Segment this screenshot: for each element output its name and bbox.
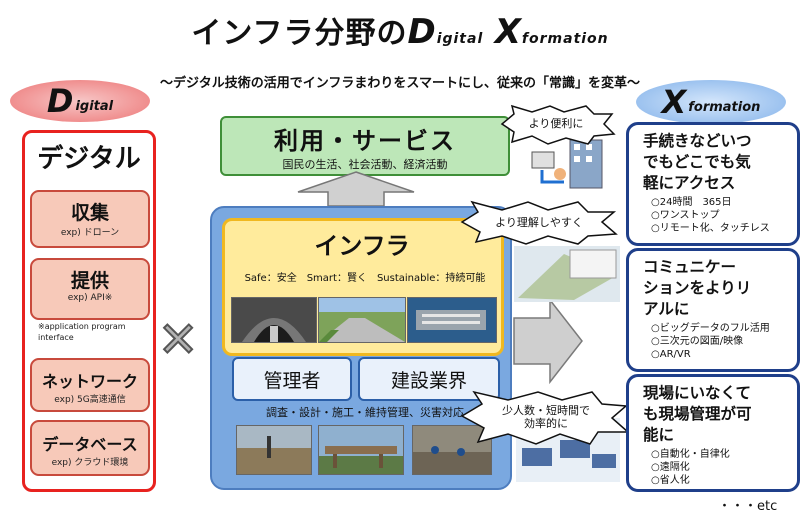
- port-photo: [407, 297, 497, 343]
- digital-panel-title: デジタル: [37, 144, 141, 174]
- callout-burst-3: [460, 390, 630, 445]
- x-panel-heading: 手続きなどいつでもどこでも気軽にアクセス: [643, 132, 752, 192]
- disaster-response-photo: [412, 425, 492, 475]
- digital-oval-rest: igital: [75, 98, 114, 114]
- page-subtitle: ～デジタル技術の活用でインフラまわりをスマートにし、従来の「常識」を変革～: [160, 76, 640, 91]
- digital-item-example: exp) 5G高速通信: [54, 395, 126, 405]
- x-panel-heading: 現場にいなくても現場管理が可能に: [643, 384, 752, 444]
- digital-item-database: データベース exp) クラウド環境: [30, 420, 150, 476]
- page-title: インフラ分野のDigital Xformation: [0, 8, 800, 52]
- right-arrow-icon: [513, 298, 583, 384]
- callout-text-2: より理解しやすく: [495, 216, 583, 229]
- digital-item-collect: 収集 exp) ドローン: [30, 190, 150, 248]
- service-subtitle: 国民の生活、社会活動、経済活動: [282, 158, 448, 171]
- x-panel-bullet: ○AR/VR: [651, 349, 691, 360]
- digital-item-example: exp) API※: [67, 293, 113, 303]
- service-box: 利用・サービス 国民の生活、社会活動、経済活動: [220, 116, 510, 176]
- road-photo: [318, 297, 406, 343]
- digital-item-example: exp) ドローン: [60, 228, 120, 238]
- manager-box: 管理者: [232, 357, 352, 401]
- bridge-photo: [318, 425, 404, 475]
- callout-text-3-line2: 効率的に: [524, 417, 568, 430]
- digital-item-label: ネットワーク: [41, 372, 138, 391]
- x-panel-bullet: ○省人化: [651, 475, 690, 486]
- title-x-rest: formation: [521, 31, 609, 47]
- x-panel-bullet: ○自動化・自律化: [651, 449, 730, 460]
- x-panel-remote-site: 現場にいなくても現場管理が可能に ○自動化・自律化 ○遠隔化 ○省人化: [626, 374, 800, 492]
- tunnel-photo: [231, 297, 317, 343]
- title-x-cap: X: [494, 12, 522, 52]
- x-panel-access: 手続きなどいつでもどこでも気軽にアクセス ○24時間 365日 ○ワンストップ …: [626, 122, 800, 246]
- x-panel-heading: コミュニケーションをよりリアルに: [643, 258, 752, 318]
- callout-text-3: 少人数・短時間で 効率的に: [494, 404, 598, 430]
- x-panel-bullet: ○三次元の図面/映像: [651, 336, 744, 347]
- infra-title: インフラ: [314, 232, 410, 260]
- service-title: 利用・サービス: [274, 127, 456, 155]
- infra-subtitle: Safe：安全 Smart：賢く Sustainable：持続可能: [244, 273, 486, 284]
- survey-photo: [236, 425, 312, 475]
- construction-industry-box: 建設業界: [358, 357, 500, 401]
- x-panel-bullet: ○ビッグデータのフル活用: [651, 323, 770, 334]
- x-oval-cap: X: [661, 83, 687, 121]
- x-panel-bullet: ○リモート化、タッチレス: [651, 223, 770, 234]
- x-panel-bullet: ○ワンストップ: [651, 210, 720, 221]
- title-d-cap: D: [407, 12, 437, 52]
- digital-item-label: 収集: [70, 202, 109, 224]
- x-panel-communication: コミュニケーションをよりリアルに ○ビッグデータのフル活用 ○三次元の図面/映像…: [626, 248, 800, 372]
- role-description: 調査・設計・施工・維持管理、災害対応: [266, 406, 464, 419]
- digital-item-label: データベース: [42, 435, 138, 454]
- x-panel-bullet: ○24時間 365日: [651, 197, 732, 208]
- callout-text-3-line1: 少人数・短時間で: [502, 404, 590, 417]
- digital-item-network: ネットワーク exp) 5G高速通信: [30, 358, 150, 412]
- digital-oval-cap: D: [46, 82, 74, 120]
- digital-item-example: exp) クラウド環境: [51, 458, 129, 468]
- multiply-icon: ✕: [157, 311, 199, 369]
- x-panel-bullet: ○遠隔化: [651, 462, 690, 473]
- x-oval-rest: formation: [688, 99, 761, 115]
- title-d-rest: igital: [436, 31, 484, 47]
- digital-item-label: 提供: [70, 270, 109, 292]
- api-footnote: ※application program interface: [38, 322, 126, 342]
- callout-burst-1: [500, 104, 616, 145]
- callout-burst-2: [460, 200, 618, 245]
- 3d-map-illustration: [514, 246, 620, 302]
- etc-label: ・・・etc: [718, 499, 778, 514]
- digital-item-provide: 提供 exp) API※: [30, 258, 150, 320]
- title-prefix: インフラ分野の: [191, 16, 408, 51]
- up-arrow-icon: [297, 171, 415, 207]
- callout-text-1: より便利に: [528, 117, 584, 130]
